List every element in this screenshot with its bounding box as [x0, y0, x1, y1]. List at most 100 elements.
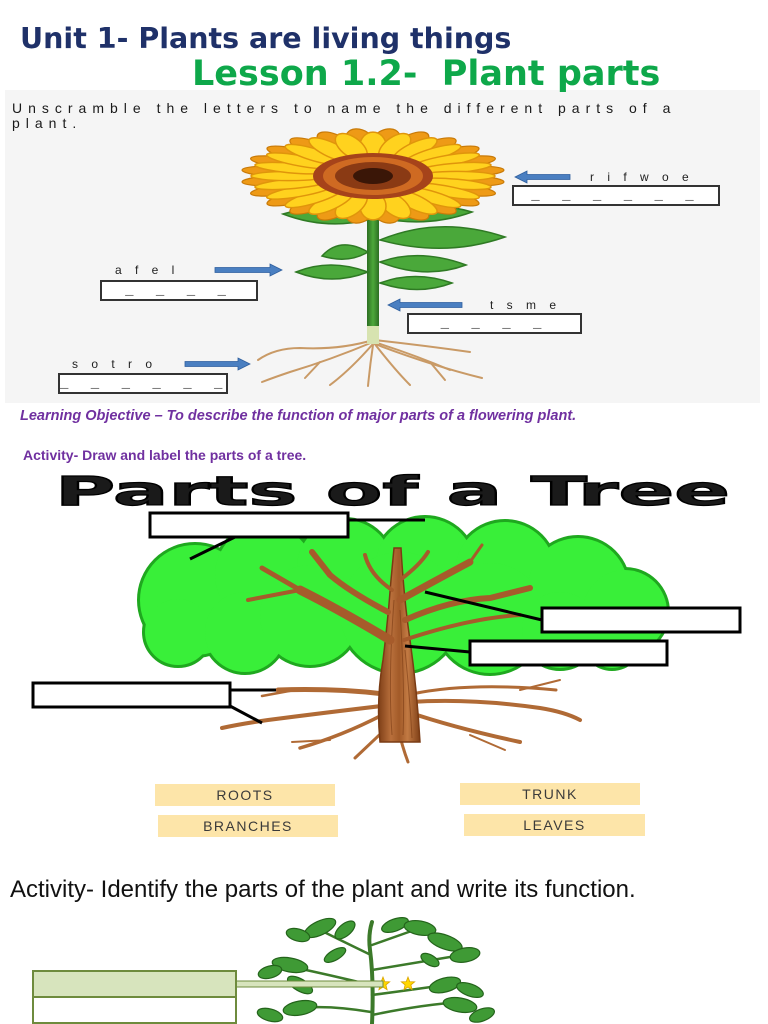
plant-branch: [370, 953, 464, 972]
answer-box-stem: _ _ _ _: [407, 313, 582, 334]
plant-leaf: [257, 964, 283, 980]
plant-leaf: [285, 927, 311, 943]
root-line: [304, 361, 321, 379]
unscramble-instruction: Unscramble the letters to name the diffe…: [12, 100, 677, 131]
tree-branch: [398, 550, 430, 582]
tree-label-box: [148, 511, 350, 539]
root-line: [367, 344, 374, 387]
scrambled-word-roots: s o t r o: [72, 357, 158, 371]
scrambled-word-flower: r i f w o e: [590, 170, 694, 184]
sunflower-roots: [257, 339, 483, 387]
plant-label-pointer: [235, 980, 384, 988]
word-bank-leaves: LEAVES: [464, 814, 645, 836]
tree-branch: [396, 558, 474, 604]
plant-leaf: [256, 1007, 284, 1023]
root-line: [374, 343, 483, 379]
root-line: [257, 339, 374, 361]
plant-leaf: [323, 947, 347, 963]
leaf: [293, 264, 371, 280]
tree-label-box: [31, 681, 232, 709]
plant-leaf: [403, 919, 437, 937]
answer-box-roots: _ _ _ _ _ _: [58, 373, 228, 394]
yellow-flower-icon: [400, 975, 416, 991]
tree-branch: [363, 553, 394, 592]
tree-diagram-title: Parts of a Tree: [55, 469, 730, 515]
arrow-right-icon: [184, 357, 251, 371]
tree-illustration: [31, 511, 742, 764]
root-line: [373, 339, 471, 353]
trunk-grain-line: [389, 599, 395, 736]
tree-root: [220, 703, 392, 730]
scrambled-word-stem: t s m e: [490, 298, 562, 312]
tree-root: [291, 739, 331, 743]
label-line: [229, 704, 263, 725]
trunk-grain-line: [404, 649, 413, 739]
answer-box-leaf: _ _ _ _: [100, 280, 258, 301]
tree-root: [469, 734, 506, 751]
plant-part-name-box: [32, 970, 237, 998]
word-bank-branches: BRANCHES: [158, 815, 338, 837]
arrow-left-icon: [514, 170, 571, 184]
root-line: [329, 344, 373, 386]
plant-leaves: [256, 917, 495, 1023]
tree-root: [410, 685, 558, 696]
tree-root: [408, 698, 582, 722]
tree-root: [519, 679, 561, 691]
tree-branch: [402, 613, 522, 642]
sunflower-stem-base: [367, 326, 379, 344]
tree-root: [260, 687, 302, 698]
tree-trunk-grain: [389, 599, 413, 739]
root-line: [373, 342, 411, 386]
tree-branch: [309, 549, 391, 615]
lesson-title: Lesson 1.2- Plant parts: [192, 54, 661, 94]
tree-branch: [259, 565, 303, 593]
tree-label-box: [468, 639, 669, 667]
plant-leaf: [334, 920, 356, 940]
learning-objective: Learning Objective – To describe the fun…: [20, 408, 577, 424]
tree-label-boxes: [31, 511, 742, 709]
answer-box-flower: _ _ _ _ _ _: [512, 185, 720, 206]
tree-branch: [246, 588, 302, 602]
sunflower-head: [240, 128, 506, 224]
plant-leaf: [456, 982, 484, 998]
unit-title: Unit 1- Plants are living things: [20, 22, 512, 55]
plant-leaf: [442, 996, 478, 1014]
tree-label-box: [540, 606, 742, 634]
word-bank-roots: ROOTS: [155, 784, 335, 806]
sunflower-stem: [367, 214, 379, 326]
leaf: [377, 226, 508, 249]
tree-branches: [246, 543, 533, 645]
arrow-left-icon: [387, 298, 463, 312]
leaf: [377, 275, 455, 291]
label-line: [424, 590, 543, 622]
tree-root: [298, 710, 390, 750]
plant-leaf: [381, 917, 409, 933]
plant-leaf: [428, 976, 462, 994]
tree-root: [406, 710, 522, 744]
plant-part-function-box: [32, 996, 237, 1024]
scrambled-word-leaf: a f e l: [115, 263, 180, 277]
arrow-right-icon: [214, 263, 283, 277]
tree-activity-instruction: Activity- Draw and label the parts of a …: [23, 447, 307, 463]
leaf: [320, 244, 370, 260]
plant-leaf: [449, 947, 481, 963]
label-line: [189, 535, 236, 561]
label-line: [404, 644, 471, 654]
canopy-lobe: [260, 565, 360, 665]
tree-branch: [402, 585, 533, 623]
trunk-grain-line: [399, 609, 405, 736]
tree-label-lines: [189, 518, 543, 725]
root-line: [429, 361, 446, 381]
sunflower-illustration: [240, 128, 508, 387]
label-arrows: [184, 170, 571, 371]
plant-leaf: [282, 999, 318, 1017]
root-line: [261, 341, 374, 383]
sunflower-center-core: [353, 168, 393, 184]
tree-branch: [468, 543, 484, 564]
plant-main-stem: [367, 920, 375, 1024]
tree-trunk: [377, 547, 421, 743]
plant-activity-instruction: Activity- Identify the parts of the plan…: [10, 876, 636, 903]
plant-leaf: [420, 952, 440, 968]
canopy-lobe: [145, 599, 211, 665]
